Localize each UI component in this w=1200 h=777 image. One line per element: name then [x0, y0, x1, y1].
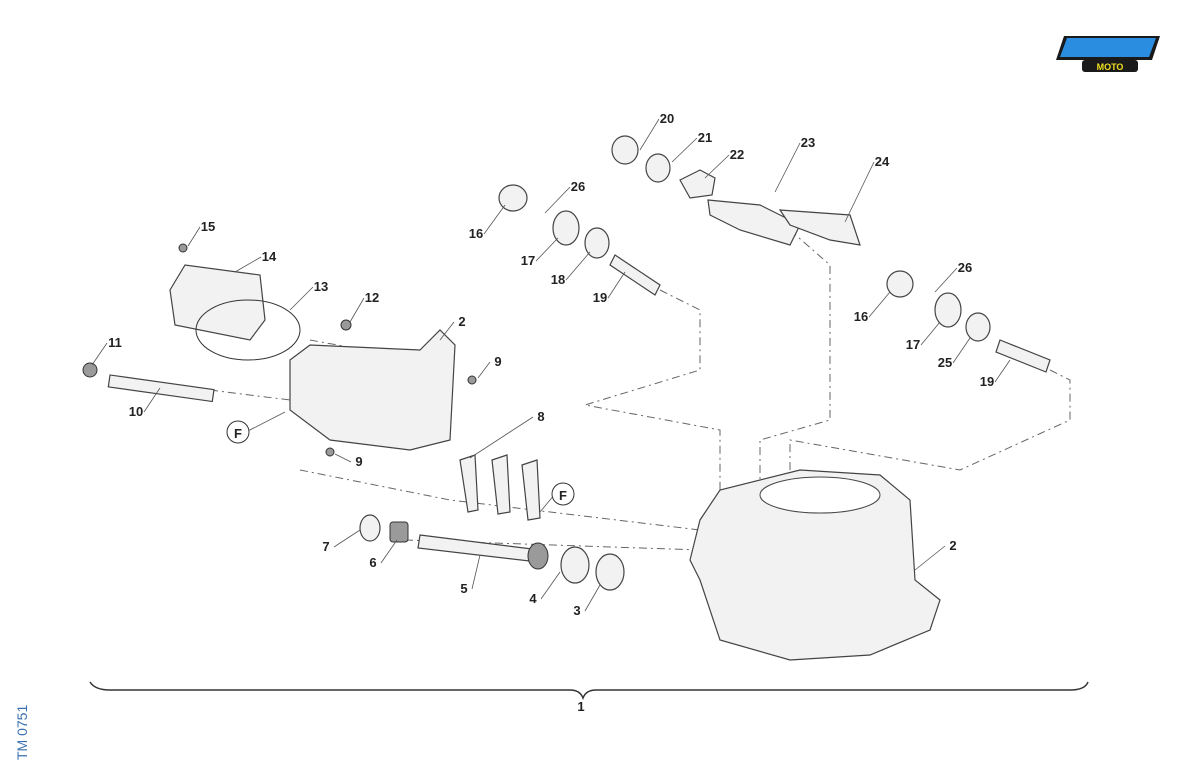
callout-17: 17: [906, 337, 920, 352]
leader-line: [544, 186, 571, 214]
plug: [82, 362, 98, 378]
leader-line: [349, 297, 365, 323]
leader-line: [540, 571, 561, 600]
callout-F: F: [559, 488, 567, 503]
callout-16: 16: [469, 226, 483, 241]
callout-23: 23: [801, 135, 815, 150]
callout-25: 25: [938, 355, 952, 370]
callout-16: 16: [854, 309, 868, 324]
leader-line: [994, 359, 1011, 383]
valve-cover: [169, 264, 266, 341]
leader-line: [584, 584, 601, 612]
callout-14: 14: [262, 249, 277, 264]
valve-forks: [459, 454, 541, 521]
callout-19: 19: [593, 290, 607, 305]
callout-labels: 2021222324261617181926161725191514131211…: [91, 111, 1011, 714]
leader-line: [469, 416, 534, 459]
callout-26: 26: [958, 260, 972, 275]
screw: [178, 243, 188, 253]
callout-5: 5: [460, 581, 467, 596]
callout-20: 20: [660, 111, 674, 126]
callout-15: 15: [201, 219, 215, 234]
callout-13: 13: [314, 279, 328, 294]
callout-21: 21: [698, 130, 712, 145]
callout-3: 3: [573, 603, 580, 618]
screw-12: [340, 319, 352, 331]
callout-18: 18: [551, 272, 565, 287]
callout-8: 8: [537, 409, 544, 424]
leader-line: [704, 154, 730, 179]
callout-22: 22: [730, 147, 744, 162]
leader-line: [234, 256, 262, 273]
assembly-bracket: [89, 681, 1089, 701]
callout-24: 24: [875, 154, 890, 169]
callout-12: 12: [365, 290, 379, 305]
leader-line: [245, 411, 286, 433]
leader-line: [914, 545, 946, 571]
callout-circle: [551, 482, 575, 506]
valve-housing: [289, 329, 456, 451]
svg-text:MOTO: MOTO: [1097, 62, 1124, 72]
leader-line: [607, 271, 626, 299]
leader-line: [439, 321, 455, 341]
callout-9: 9: [494, 354, 501, 369]
leader-line: [565, 251, 591, 281]
leader-line: [952, 337, 971, 364]
callout-17: 17: [521, 253, 535, 268]
leader-line: [289, 286, 314, 311]
cylinder: [689, 469, 941, 661]
callout-circle: [226, 420, 250, 444]
callout-26: 26: [571, 179, 585, 194]
callout-9: 9: [355, 454, 362, 469]
leader-line: [934, 267, 958, 293]
leader-line: [671, 137, 698, 163]
leader-line: [483, 204, 506, 235]
leader-line: [333, 529, 361, 548]
leader-line: [143, 387, 161, 413]
callout-2: 2: [949, 538, 956, 553]
cover-gasket: [195, 299, 301, 361]
callout-F: F: [234, 426, 242, 441]
callout-10: 10: [129, 404, 143, 419]
leader-line: [91, 342, 108, 366]
leader-line: [535, 237, 559, 262]
rod: [107, 374, 215, 403]
leader-line: [477, 361, 491, 379]
callout-7: 7: [322, 539, 329, 554]
leader-line: [334, 453, 352, 463]
leader-line: [774, 142, 801, 193]
leader-line: [471, 554, 481, 590]
leader-line: [380, 539, 398, 564]
leader-line: [920, 321, 941, 346]
callout-6: 6: [369, 555, 376, 570]
tm-moto-logo: MOTO: [1056, 36, 1160, 72]
callout-2: 2: [458, 314, 465, 329]
callout-1: 1: [577, 699, 584, 714]
callout-4: 4: [529, 591, 537, 606]
leader-line: [844, 161, 875, 223]
callout-11: 11: [108, 335, 122, 350]
leader-line: [187, 226, 201, 247]
leader-line: [868, 291, 891, 318]
parts: [82, 135, 1051, 661]
callout-19: 19: [980, 374, 994, 389]
leader-line: [639, 118, 660, 151]
diagram-code: TM 0751: [14, 704, 30, 760]
